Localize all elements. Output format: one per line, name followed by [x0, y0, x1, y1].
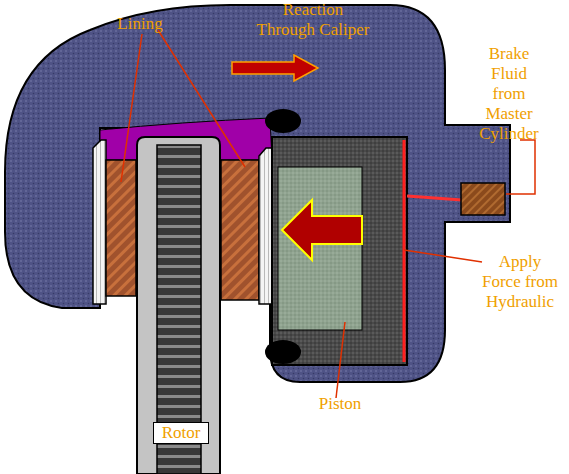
leader-line — [158, 30, 245, 167]
fluid-line — [407, 196, 462, 200]
part-label: Rotor — [153, 422, 209, 444]
leader-line — [336, 322, 345, 398]
rotor-disc — [137, 137, 220, 474]
backing-plate — [259, 148, 273, 304]
force-label: Apply Force from Hydraulic — [480, 252, 560, 312]
part-label: Piston — [308, 394, 372, 414]
part-label: Brake Fluid from Master Cylinder — [477, 44, 541, 144]
reaction-arrow — [232, 55, 318, 81]
caliper-body — [5, 5, 510, 382]
fluid-fitting — [461, 183, 505, 215]
piston-core — [278, 167, 362, 330]
piston — [272, 137, 407, 365]
piston-seal — [265, 109, 301, 133]
part-label: Lining — [110, 14, 170, 34]
leader-lines — [121, 30, 535, 398]
brake-lining — [221, 160, 259, 300]
force-arrow — [282, 200, 362, 260]
backing-plate — [93, 140, 106, 304]
leader-line — [404, 250, 482, 262]
piston-seal — [265, 340, 301, 364]
force-label: Reaction Through Caliper — [254, 0, 372, 40]
hydraulic-face — [403, 140, 406, 362]
leader-line — [506, 140, 535, 194]
leader-line — [121, 34, 142, 182]
